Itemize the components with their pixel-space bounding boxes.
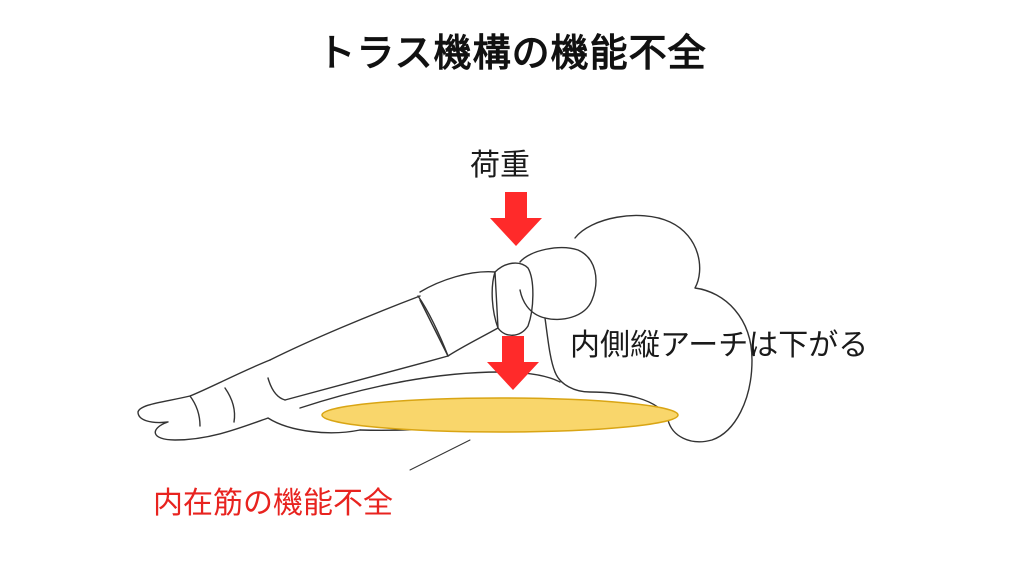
ankle-line: [544, 317, 556, 373]
calcaneus-bone: [554, 214, 753, 443]
toe-joint-1: [189, 395, 201, 427]
load-label: 荷重: [470, 148, 530, 183]
arch-inner-line: [299, 371, 561, 409]
arch-drop-label: 内側縦アーチは下がる: [570, 328, 869, 363]
phalanx-upper: [269, 295, 421, 361]
muscle-pointer-line: [409, 439, 471, 471]
down-arrow-icon: [490, 192, 542, 246]
navicular-bone: [491, 262, 534, 336]
phalanx-lower: [284, 355, 449, 401]
phalanx-joint: [267, 377, 286, 401]
toe-joint-2: [224, 387, 236, 423]
down-arrow-icon: [487, 336, 539, 390]
talus-bone: [519, 247, 597, 321]
intrinsic-muscle: [321, 397, 679, 433]
slide-title: トラス機構の機能不全: [317, 31, 707, 75]
metatarsal-joint: [417, 295, 449, 357]
intrinsic-dysfunction-label: 内在筋の機能不全: [153, 486, 393, 521]
metatarsal-upper: [419, 271, 499, 357]
